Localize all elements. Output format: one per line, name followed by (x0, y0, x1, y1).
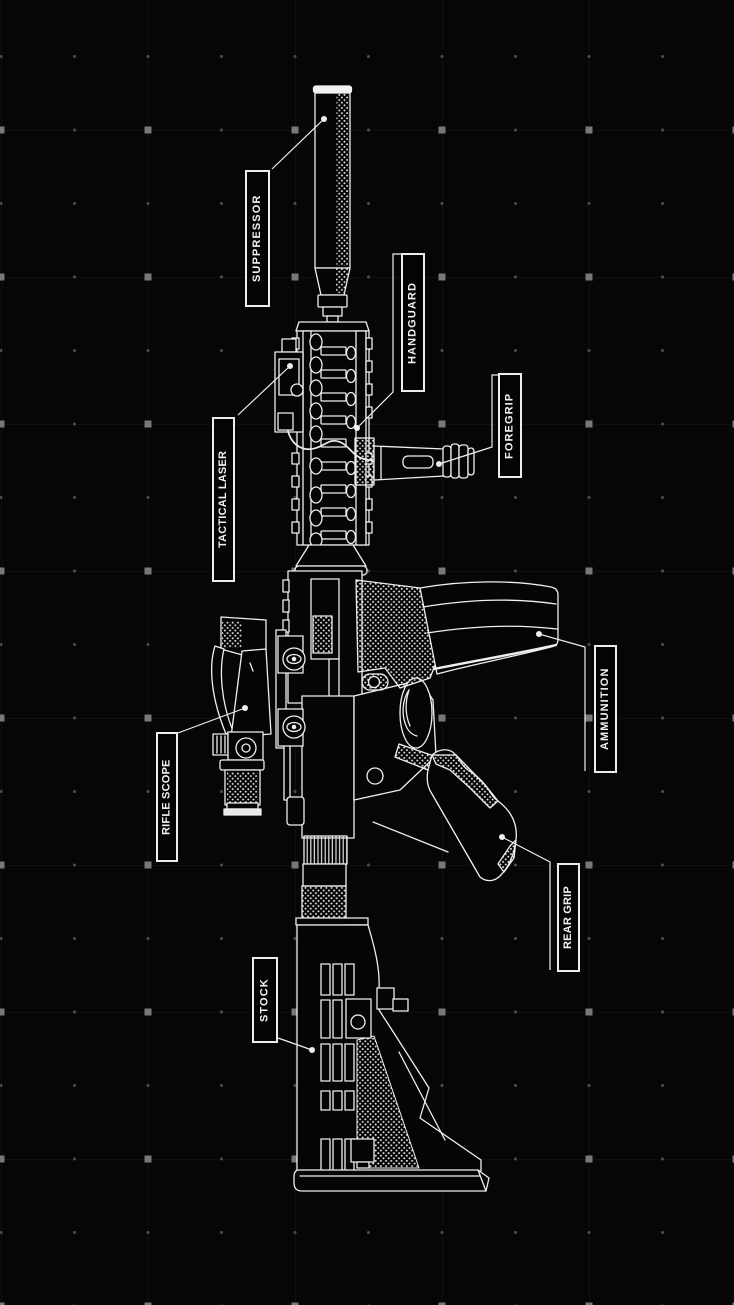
leader-ammunition (536, 631, 586, 771)
leader-lines (177, 116, 586, 1053)
suppressor-drawing (312, 85, 353, 323)
label-tactical-laser: TACTICAL LASER (212, 417, 235, 582)
magazine-drawing (355, 579, 559, 691)
leader-rear-grip (499, 834, 551, 970)
tactical-laser-drawing (274, 338, 403, 463)
label-suppressor: SUPPRESSOR (245, 170, 270, 307)
label-stock: STOCK (252, 957, 278, 1043)
label-handguard: HANDGUARD (401, 253, 425, 392)
label-rear-grip: REAR GRIP (557, 863, 580, 972)
scope-drawing (210, 616, 306, 826)
trigger (402, 689, 418, 737)
rear-grip-drawing (426, 749, 517, 882)
receiver-drawing (282, 570, 449, 853)
foregrip-drawing (354, 437, 475, 486)
leader-tactical-laser (237, 363, 293, 416)
butt-plate (293, 1169, 490, 1192)
label-ammunition: AMMUNITION (594, 645, 617, 773)
stock-drawing (293, 835, 490, 1192)
leader-rifle-scope (177, 705, 248, 734)
leader-handguard (354, 253, 401, 431)
label-rifle-scope: RIFLE SCOPE (156, 732, 178, 862)
trigger-guard (399, 677, 433, 749)
leader-foregrip (436, 374, 498, 467)
leader-suppressor (271, 116, 327, 170)
rail-bolts (309, 333, 357, 548)
stock-vent-slots (320, 963, 355, 1173)
leader-stock (277, 1037, 315, 1053)
label-foregrip: FOREGRIP (498, 373, 522, 478)
scope-mount-rings (277, 635, 306, 747)
